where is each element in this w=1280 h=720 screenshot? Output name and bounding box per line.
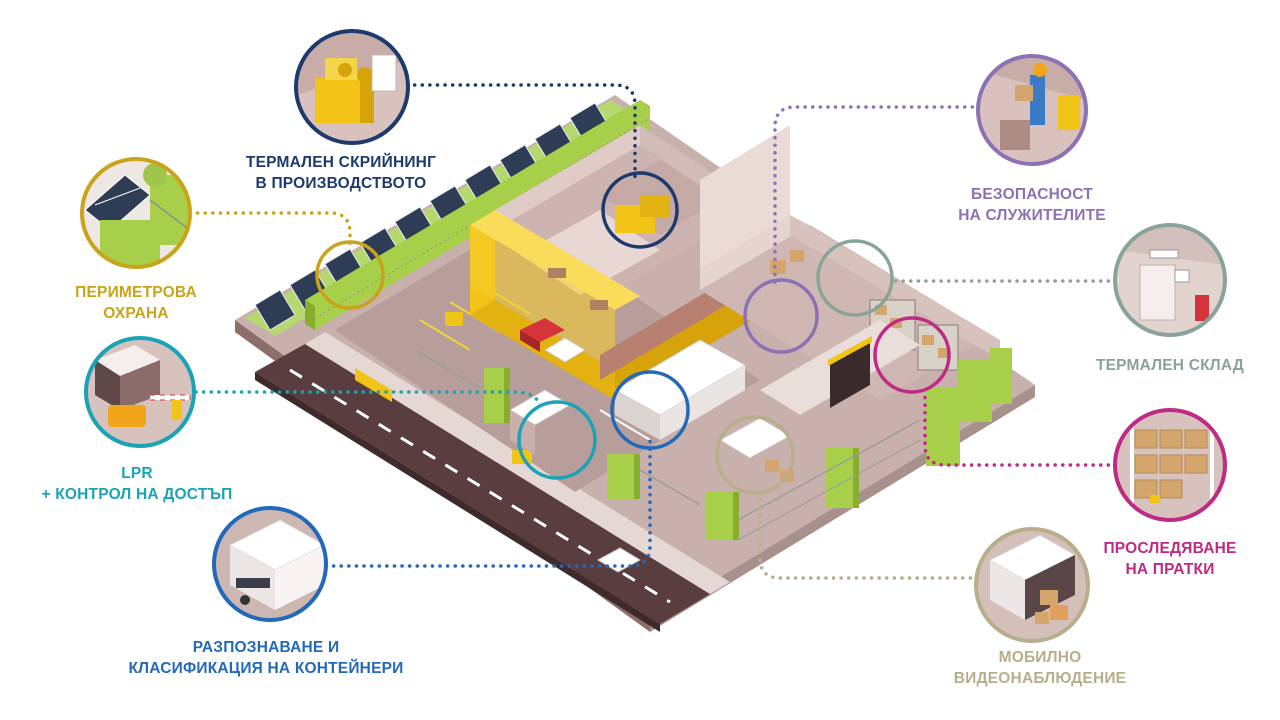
label-employee-safety-line2: НА СЛУЖИТЕЛИТЕ xyxy=(958,207,1106,224)
hotspot-parcel-tracking xyxy=(873,316,951,394)
callout-thermal-screening xyxy=(294,29,410,145)
label-lpr: LPR + КОНТРОЛ НА ДОСТЪП xyxy=(41,463,232,505)
label-thermal-screening: ТЕРМАЛЕН СКРИЙНИНГ В ПРОИЗВОДСТВОТО xyxy=(246,152,436,194)
label-containers-line2: КЛАСИФИКАЦИЯ НА КОНТЕЙНЕРИ xyxy=(128,660,404,677)
scene-hotspots xyxy=(315,171,951,495)
callout-perimeter xyxy=(80,157,192,269)
callout-employee-safety xyxy=(976,54,1088,166)
label-lpr-line1: LPR xyxy=(121,465,153,482)
callout-parcel-tracking xyxy=(1113,408,1227,522)
label-parcel-tracking-line2: НА ПРАТКИ xyxy=(1125,561,1215,578)
callout-thermal-warehouse xyxy=(1113,223,1227,337)
label-thermal-screening-line2: В ПРОИЗВОДСТВОТО xyxy=(255,175,427,192)
callout-containers xyxy=(212,506,328,622)
connector-lines xyxy=(188,83,1118,580)
connector-lpr xyxy=(194,390,542,407)
label-containers: РАЗПОЗНАВАНЕ И КЛАСИФИКАЦИЯ НА КОНТЕЙНЕР… xyxy=(129,637,404,679)
connector-containers xyxy=(324,438,652,568)
label-thermal-warehouse: ТЕРМАЛЕН СКЛАД xyxy=(1096,355,1244,376)
hotspot-perimeter xyxy=(315,240,385,310)
hotspot-mobile-surveillance xyxy=(715,415,795,495)
label-mobile-surveillance-line2: ВИДЕОНАБЛЮДЕНИЕ xyxy=(953,670,1127,687)
hotspot-employee-safety xyxy=(743,278,819,354)
label-mobile-surveillance-line1: МОБИЛНО xyxy=(998,649,1082,666)
front-hedges xyxy=(414,348,1012,541)
label-perimeter-line2: ОХРАНА xyxy=(103,305,169,322)
callout-lpr xyxy=(84,336,196,448)
vehicles xyxy=(355,312,794,573)
label-perimeter-line1: ПЕРИМЕТРОВА xyxy=(75,284,197,301)
connector-mobile-surveillance xyxy=(758,490,980,580)
label-parcel-tracking-line1: ПРОСЛЕДЯВАНЕ xyxy=(1103,540,1237,557)
label-employee-safety-line1: БЕЗОПАСНОСТ xyxy=(971,186,1093,203)
callout-mobile-surveillance xyxy=(974,527,1090,643)
label-thermal-warehouse-line1: ТЕРМАЛЕН СКЛАД xyxy=(1095,357,1245,374)
hotspot-thermal-warehouse xyxy=(816,239,894,317)
label-parcel-tracking: ПРОСЛЕДЯВАНЕ НА ПРАТКИ xyxy=(1103,538,1236,580)
label-containers-line1: РАЗПОЗНАВАНЕ И xyxy=(192,639,340,656)
label-lpr-line2: + КОНТРОЛ НА ДОСТЪП xyxy=(41,486,233,503)
hotspot-containers xyxy=(610,370,690,450)
hotspot-lpr xyxy=(517,400,597,480)
label-thermal-screening-line1: ТЕРМАЛЕН СКРИЙНИНГ xyxy=(245,154,437,171)
label-perimeter: ПЕРИМЕТРОВА ОХРАНА xyxy=(75,282,197,324)
hotspot-thermal-screening xyxy=(601,171,679,249)
connector-perimeter xyxy=(188,211,352,247)
label-mobile-surveillance: МОБИЛНО ВИДЕОНАБЛЮДЕНИЕ xyxy=(954,647,1126,689)
label-employee-safety: БЕЗОПАСНОСТ НА СЛУЖИТЕЛИТЕ xyxy=(958,184,1106,226)
